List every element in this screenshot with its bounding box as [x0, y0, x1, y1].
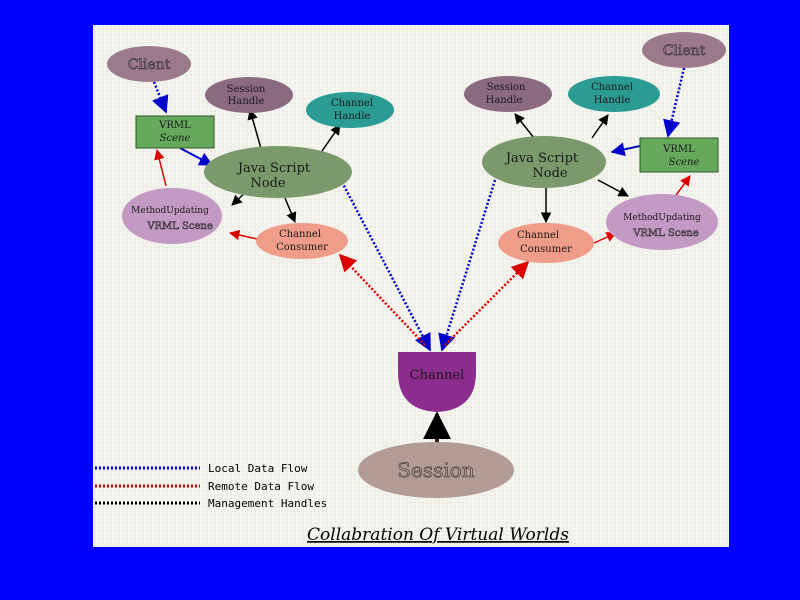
session-label: Session — [397, 458, 475, 482]
channel-consumer-right-label-2: Consumer — [520, 244, 572, 255]
js-node-right-label-1: Java Script — [504, 151, 579, 166]
edge-client-right-to-vrml-right — [663, 67, 686, 138]
method-updating-right-node[interactable]: MethodUpdating VRML Scene — [606, 194, 718, 250]
vrml-scene-right-label-1: VRML — [662, 144, 695, 155]
diagram-panel — [93, 25, 729, 547]
vrml-scene-left-node[interactable]: VRML Scene — [135, 115, 215, 149]
client-left-label: Client — [128, 57, 171, 73]
vrml-scene-left-label-1: VRML — [158, 120, 191, 131]
client-left-node[interactable]: Client — [107, 46, 191, 82]
channel-handle-left-label-2: Handle — [334, 111, 371, 122]
edge-js-left-to-consumer-left — [284, 197, 297, 223]
edge-channel-to-consumer-left — [338, 253, 426, 346]
edge-method-right-to-vrml-right — [673, 175, 691, 199]
edge-js-right-to-session-handle-right — [514, 113, 535, 139]
channel-consumer-left-node[interactable]: Channel Consumer — [256, 223, 348, 259]
js-node-left-node[interactable]: Java Script Node — [204, 146, 352, 198]
edges — [152, 67, 691, 445]
channel-handle-left-label-1: Channel — [331, 98, 373, 109]
edge-method-left-to-vrml-left — [154, 148, 167, 187]
edge-js-right-to-channel-handle-right — [591, 114, 609, 139]
edge-js-right-to-method-right — [597, 179, 629, 197]
client-right-label: Client — [663, 43, 706, 59]
channel-node[interactable]: Channel — [398, 352, 476, 412]
method-updating-right-label-1: MethodUpdating — [623, 213, 701, 223]
legend-local-label: Local Data Flow — [208, 462, 308, 475]
session-handle-right-label-2: Handle — [486, 95, 523, 106]
edge-js-left-to-channel — [340, 181, 432, 352]
diagram-title: Collabration Of Virtual Worlds — [307, 525, 569, 545]
js-node-right-node[interactable]: Java Script Node — [482, 136, 606, 188]
channel-consumer-right-label-1: Channel — [517, 230, 559, 241]
legend-management-label: Management Handles — [208, 497, 327, 510]
method-updating-left-label-1: MethodUpdating — [131, 206, 209, 216]
channel-consumer-left-label-2: Consumer — [276, 242, 328, 253]
method-updating-left-label-2: VRML Scene — [146, 221, 213, 232]
session-handle-left-label-1: Session — [227, 84, 266, 95]
session-handle-right-label-1: Session — [487, 82, 526, 93]
session-handle-left-node[interactable]: Session Handle — [205, 77, 293, 113]
channel-consumer-right-node[interactable]: Channel Consumer — [498, 223, 594, 263]
channel-consumer-left-label-1: Channel — [279, 229, 321, 240]
session-handle-right-node[interactable]: Session Handle — [464, 76, 552, 112]
session-node[interactable]: Session — [358, 442, 514, 498]
vrml-scene-left-label-2: Scene — [160, 133, 191, 144]
edge-client-left-to-vrml-left — [152, 81, 169, 114]
channel-handle-right-node[interactable]: Channel Handle — [568, 76, 660, 112]
js-node-right-label-2: Node — [532, 166, 568, 181]
vrml-scene-right-label-2: Scene — [669, 157, 700, 168]
edge-vrml-left-to-js-left — [179, 147, 214, 166]
method-updating-left-node[interactable]: MethodUpdating VRML Scene — [122, 188, 222, 244]
edge-vrml-right-to-js-right — [610, 142, 641, 157]
vrml-scene-right-node[interactable]: VRML Scene — [639, 137, 719, 173]
channel-label: Channel — [410, 368, 465, 383]
js-node-left-label-1: Java Script — [236, 161, 311, 176]
channel-handle-right-label-1: Channel — [591, 82, 633, 93]
edge-channel-to-consumer-right — [444, 260, 530, 346]
js-node-left-label-2: Node — [250, 176, 286, 191]
channel-handle-left-node[interactable]: Channel Handle — [306, 92, 394, 128]
edge-js-left-to-session-handle-left — [247, 108, 263, 153]
session-handle-left-label-2: Handle — [228, 96, 265, 107]
edge-js-right-to-channel — [438, 179, 497, 352]
channel-handle-right-label-2: Handle — [594, 95, 631, 106]
edge-js-left-to-channel-handle-left — [319, 124, 341, 155]
client-right-node[interactable]: Client — [642, 32, 726, 68]
method-updating-right-label-2: VRML Scene — [632, 228, 699, 239]
legend: Local Data Flow Remote Data Flow Managem… — [95, 462, 327, 510]
legend-remote-label: Remote Data Flow — [208, 480, 314, 493]
